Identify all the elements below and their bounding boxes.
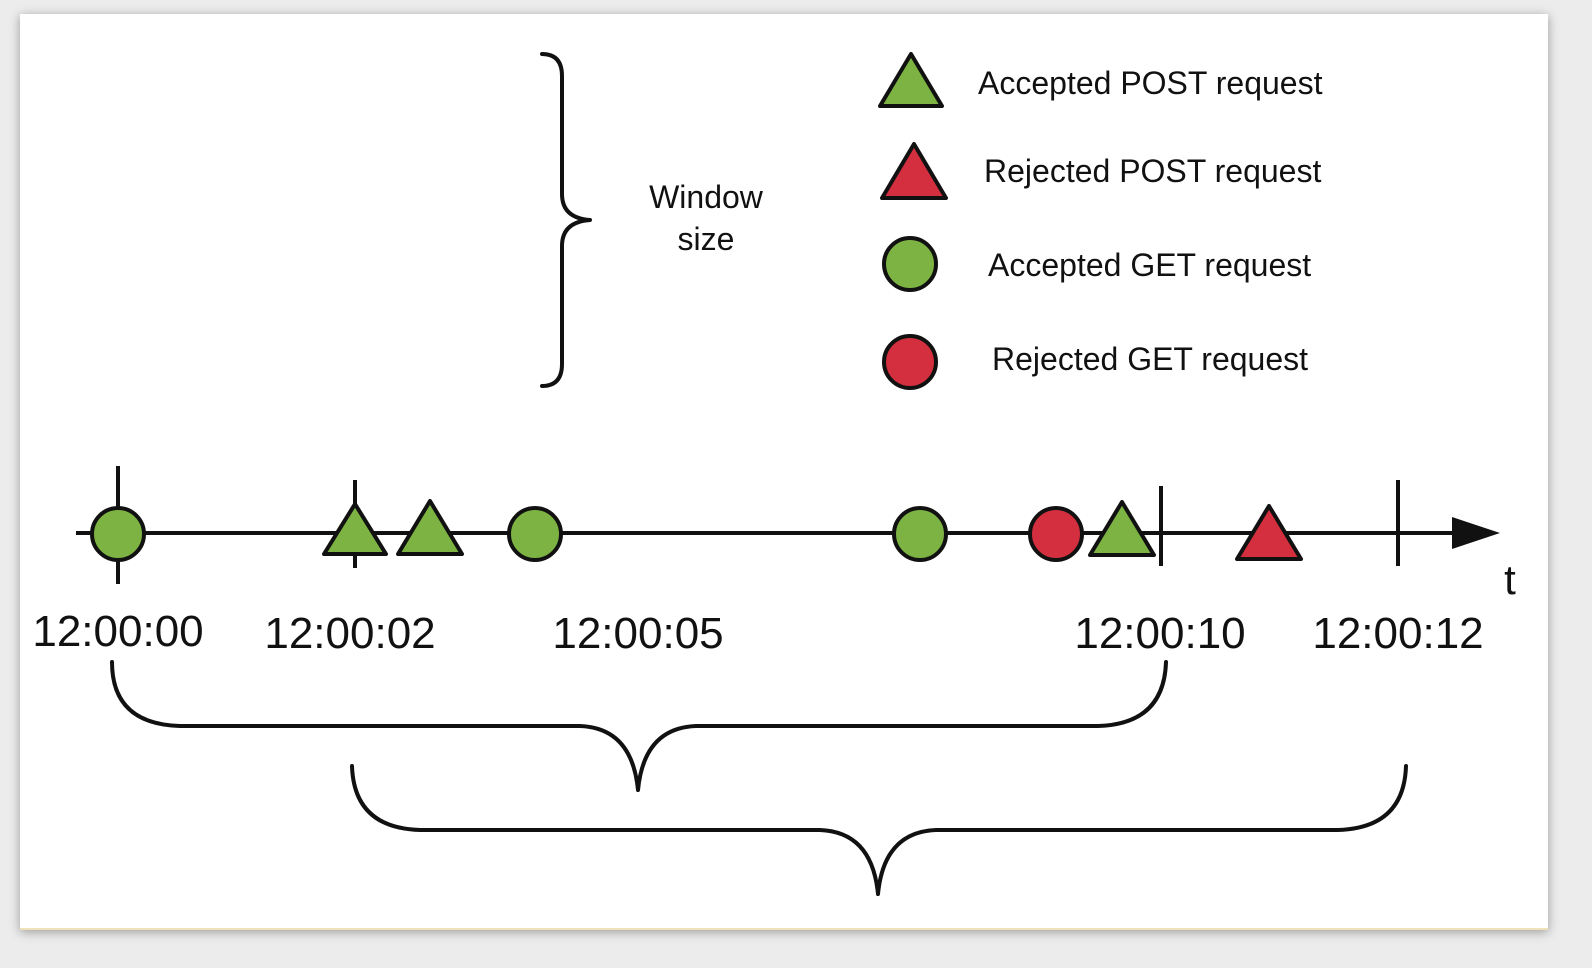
window-size-label-line1: Window (649, 179, 764, 215)
event-accepted-post-2 (396, 499, 464, 556)
diagram-card: Window size Accepted POST request Reject… (20, 14, 1548, 930)
event-accepted-get-2 (507, 506, 563, 562)
event-accepted-post-3 (1088, 500, 1156, 557)
timeline-arrowhead-icon (1452, 517, 1500, 549)
window-brace-1 (110, 660, 1168, 792)
legend-rejected-get-icon (882, 334, 938, 390)
event-accepted-get-1 (90, 506, 146, 562)
event-rejected-get-1 (1028, 506, 1084, 562)
legend-rejected-post-icon (880, 142, 948, 200)
time-label-12-00-12: 12:00:12 (1312, 609, 1483, 658)
axis-label-t: t (1504, 556, 1516, 603)
legend-label-rejected-get: Rejected GET request (992, 341, 1308, 377)
legend-label-accepted-get: Accepted GET request (988, 247, 1311, 283)
timeline: t 12:00:00 12:00:02 12:00:05 12:00:10 12… (32, 466, 1516, 658)
legend-label-rejected-post: Rejected POST request (984, 153, 1321, 189)
legend: Accepted POST request Rejected POST requ… (878, 52, 1323, 390)
event-accepted-post-1 (322, 502, 388, 556)
time-label-12-00-02: 12:00:02 (264, 609, 435, 658)
window-size-brace (540, 52, 592, 388)
sliding-window-diagram: Window size Accepted POST request Reject… (32, 52, 1516, 896)
event-rejected-post-1 (1235, 504, 1303, 561)
legend-accepted-post-icon (878, 52, 944, 108)
legend-accepted-get-icon (882, 236, 938, 292)
event-accepted-get-3 (892, 506, 948, 562)
legend-label-accepted-post: Accepted POST request (978, 65, 1323, 101)
window-brace-2 (350, 764, 1408, 896)
time-label-12-00-00: 12:00:00 (32, 607, 203, 656)
time-label-12-00-05: 12:00:05 (552, 609, 723, 658)
time-label-12-00-10: 12:00:10 (1074, 609, 1245, 658)
window-size-label-line2: size (678, 221, 735, 257)
